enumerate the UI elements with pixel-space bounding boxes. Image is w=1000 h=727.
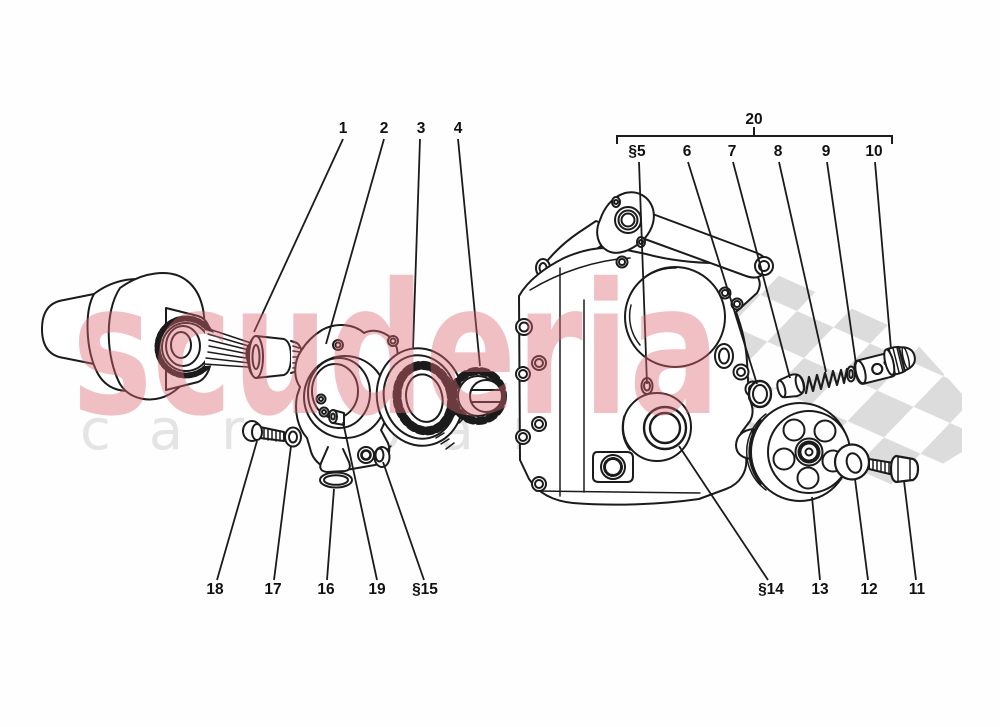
- callout-label-4: 4: [454, 120, 463, 137]
- callout-leader-8: [778, 161, 827, 373]
- callout-label-7: 7: [728, 143, 737, 160]
- callout-label-8: 8: [774, 143, 783, 160]
- callout-label-3: 3: [417, 120, 426, 137]
- callout-leader-12: [854, 478, 869, 581]
- valve-washer: [846, 365, 856, 383]
- pulley-part13: [735, 402, 851, 502]
- callout-leader-§5: [638, 161, 648, 385]
- callout-leader-10: [874, 161, 892, 350]
- bolt-part18: [242, 420, 285, 442]
- callout-leader-6: [687, 161, 758, 385]
- pinion-gear-part4: [448, 367, 507, 425]
- stud-part19: [328, 409, 345, 426]
- oring-part16: [319, 471, 353, 489]
- callout-leader-4: [457, 138, 481, 367]
- callout-label-10: 10: [865, 143, 882, 160]
- callout-leader-§15: [382, 461, 425, 581]
- callout-leader-11: [903, 480, 917, 581]
- callout-leader-17: [273, 445, 292, 581]
- callout-label-17: 17: [264, 581, 281, 598]
- callout-label-2: 2: [380, 120, 389, 137]
- washer-part17: [284, 426, 302, 448]
- callout-label-6: 6: [683, 143, 692, 160]
- callout-leader-13: [811, 496, 821, 581]
- callout-label-11: 11: [909, 581, 926, 598]
- callout-label-16: 16: [317, 581, 335, 598]
- callout-leader-2: [325, 138, 385, 345]
- front-cover-part5: [515, 191, 774, 506]
- callout-label-§14: §14: [758, 581, 784, 598]
- assembly-bracket-label: 20: [745, 111, 762, 128]
- callout-label-12: 12: [860, 581, 877, 598]
- crankshaft-timing-gear: [154, 315, 218, 379]
- coupling-bushing-part1: [247, 335, 303, 379]
- callout-label-19: 19: [368, 581, 386, 598]
- callout-leader-9: [826, 161, 857, 365]
- callout-leader-19: [342, 421, 378, 581]
- assembly-bracket: 20: [616, 111, 893, 144]
- watermark-brand: scuderia: [72, 244, 720, 456]
- pump-body-part2: [294, 324, 399, 473]
- callout-leader-18: [216, 440, 258, 581]
- callout-label-9: 9: [822, 143, 831, 160]
- callout-label-§5: §5: [628, 143, 646, 160]
- valve-spring-part8: [804, 367, 849, 395]
- valve-plug-part10: [883, 345, 916, 376]
- callout-label-18: 18: [206, 581, 224, 598]
- callout-leader-§14: [678, 445, 769, 581]
- callout-leader-1: [253, 138, 344, 333]
- callout-leader-7: [732, 161, 791, 379]
- seal-part14: [621, 392, 692, 462]
- rotor-rim-hatch: [429, 425, 455, 450]
- bolt-part11: [868, 454, 920, 484]
- callout-label-§15: §15: [412, 581, 438, 598]
- washer-part12: [833, 443, 871, 481]
- callout-leader-3: [412, 138, 421, 350]
- relief-valve-oring-part6: [747, 379, 773, 409]
- callout-label-13: 13: [811, 581, 829, 598]
- plug-part15: [357, 445, 392, 468]
- callout-label-1: 1: [339, 120, 348, 137]
- callout-leader-16: [326, 488, 335, 581]
- valve-seat-part7: [776, 373, 806, 399]
